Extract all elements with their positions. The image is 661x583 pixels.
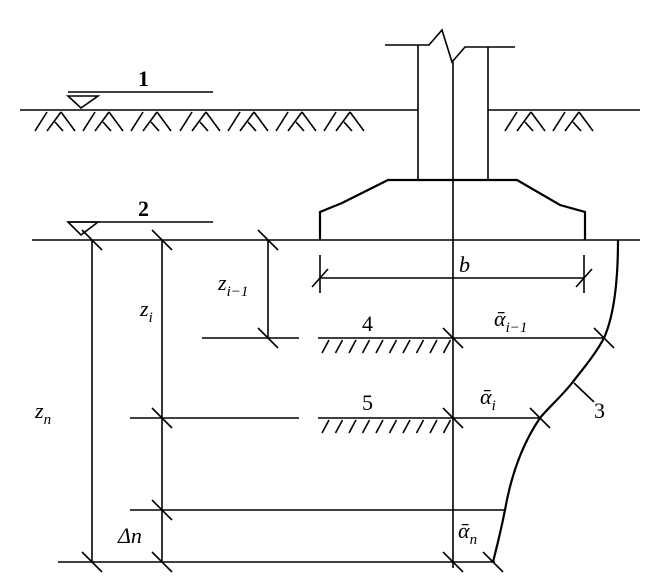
soil-hatch-mark <box>82 111 96 132</box>
layer-plane-5: 5 <box>130 390 540 419</box>
label-z-n: zn <box>34 398 51 428</box>
soil-hatch-mark <box>227 111 241 132</box>
dimension-tick <box>442 407 464 429</box>
dimension-tick <box>257 327 279 349</box>
dimension-tick <box>151 499 173 521</box>
soil-hatch-mark <box>349 111 365 132</box>
label-z-i: zi <box>139 296 153 326</box>
dimension-tick <box>257 229 279 251</box>
soil-hatch-mark <box>108 111 124 132</box>
label-z-i-minus-1: zi−1 <box>217 270 248 300</box>
soil-hatch-mark <box>191 111 207 132</box>
plane-hatch-mark <box>402 419 411 434</box>
label-2: 2 <box>138 196 149 221</box>
soil-hatch-mark <box>247 121 257 132</box>
soil-hatch-mark <box>102 121 112 132</box>
plane-hatch-mark <box>334 419 344 434</box>
plane-hatch-mark <box>415 339 425 354</box>
plane-hatch-mark <box>321 419 330 434</box>
soil-hatch-mark <box>343 121 353 132</box>
soil-hatch-mark <box>142 111 158 132</box>
soil-hatch-mark <box>275 111 289 132</box>
label-alpha-n: ᾱn <box>458 518 477 548</box>
plane-hatch-mark <box>415 419 425 434</box>
dimension-lines <box>91 240 269 562</box>
plane-hatch-mark <box>429 339 438 354</box>
soil-hatch-mark <box>524 121 534 132</box>
dimension-tick <box>151 407 173 429</box>
label-3: 3 <box>594 398 605 423</box>
soil-hatch-mark <box>552 111 566 132</box>
soil-hatch-mark <box>156 111 172 132</box>
dimension-tick <box>151 229 173 251</box>
curve-leader <box>573 382 595 403</box>
soil-hatch-mark <box>199 121 209 132</box>
soil-hatch-mark <box>205 111 221 132</box>
label-4: 4 <box>362 311 373 336</box>
soil-hatching <box>34 111 594 132</box>
soil-hatch-mark <box>301 111 317 132</box>
soil-hatch-mark <box>504 111 518 132</box>
soil-hatch-mark <box>323 111 337 132</box>
plane-hatch-mark <box>388 339 398 354</box>
label-5: 5 <box>362 390 373 415</box>
soil-hatch-mark <box>34 111 48 132</box>
label-alpha-i: ᾱi <box>480 384 496 414</box>
dimension-tick <box>81 229 103 251</box>
soil-hatch-mark <box>54 121 64 132</box>
soil-hatch-mark <box>287 111 303 132</box>
label-b: b <box>459 252 470 277</box>
width-dimension: b <box>311 252 593 293</box>
dimension-tick <box>442 551 464 573</box>
plane-hatch-mark <box>429 419 438 434</box>
soil-hatch-mark <box>578 111 594 132</box>
plane-hatch-mark <box>321 339 330 354</box>
soil-hatch-mark <box>239 111 255 132</box>
soil-hatch-mark <box>130 111 144 132</box>
label-delta-n: Δn <box>117 523 142 548</box>
soil-hatch-mark <box>253 111 269 132</box>
layer-hatching <box>321 339 452 434</box>
plane-hatch-mark <box>402 339 411 354</box>
plane-hatch-mark <box>361 419 371 434</box>
dimension-tick <box>81 551 103 573</box>
stress-coefficient-curve <box>491 239 620 563</box>
plane-hatch-mark <box>348 419 357 434</box>
level-marker-2: 2 <box>66 196 213 237</box>
column <box>385 28 515 180</box>
level-marker-1: 1 <box>65 66 213 110</box>
layer-plane-4: 4 <box>202 311 604 339</box>
dimension-tick <box>151 551 173 573</box>
label-alpha-i-minus-1: ᾱi−1 <box>494 306 527 336</box>
soil-hatch-mark <box>94 111 110 132</box>
soil-hatch-mark <box>335 111 351 132</box>
plane-hatch-mark <box>361 339 371 354</box>
plane-hatch-mark <box>375 419 384 434</box>
plane-hatch-mark <box>388 419 398 434</box>
soil-hatch-mark <box>572 121 582 132</box>
soil-hatch-mark <box>179 111 193 132</box>
plane-hatch-mark <box>348 339 357 354</box>
soil-hatch-mark <box>564 111 580 132</box>
plane-hatch-mark <box>334 339 344 354</box>
dimension-tick <box>442 327 464 349</box>
soil-hatch-mark <box>150 121 160 132</box>
soil-hatch-mark <box>530 111 546 132</box>
plane-hatch-mark <box>442 339 452 354</box>
plane-hatch-mark <box>442 419 452 434</box>
soil-hatch-mark <box>46 111 62 132</box>
label-1: 1 <box>138 66 149 91</box>
plane-hatch-mark <box>375 339 384 354</box>
soil-hatch-mark <box>516 111 532 132</box>
soil-hatch-mark <box>295 121 305 132</box>
soil-hatch-mark <box>60 111 76 132</box>
